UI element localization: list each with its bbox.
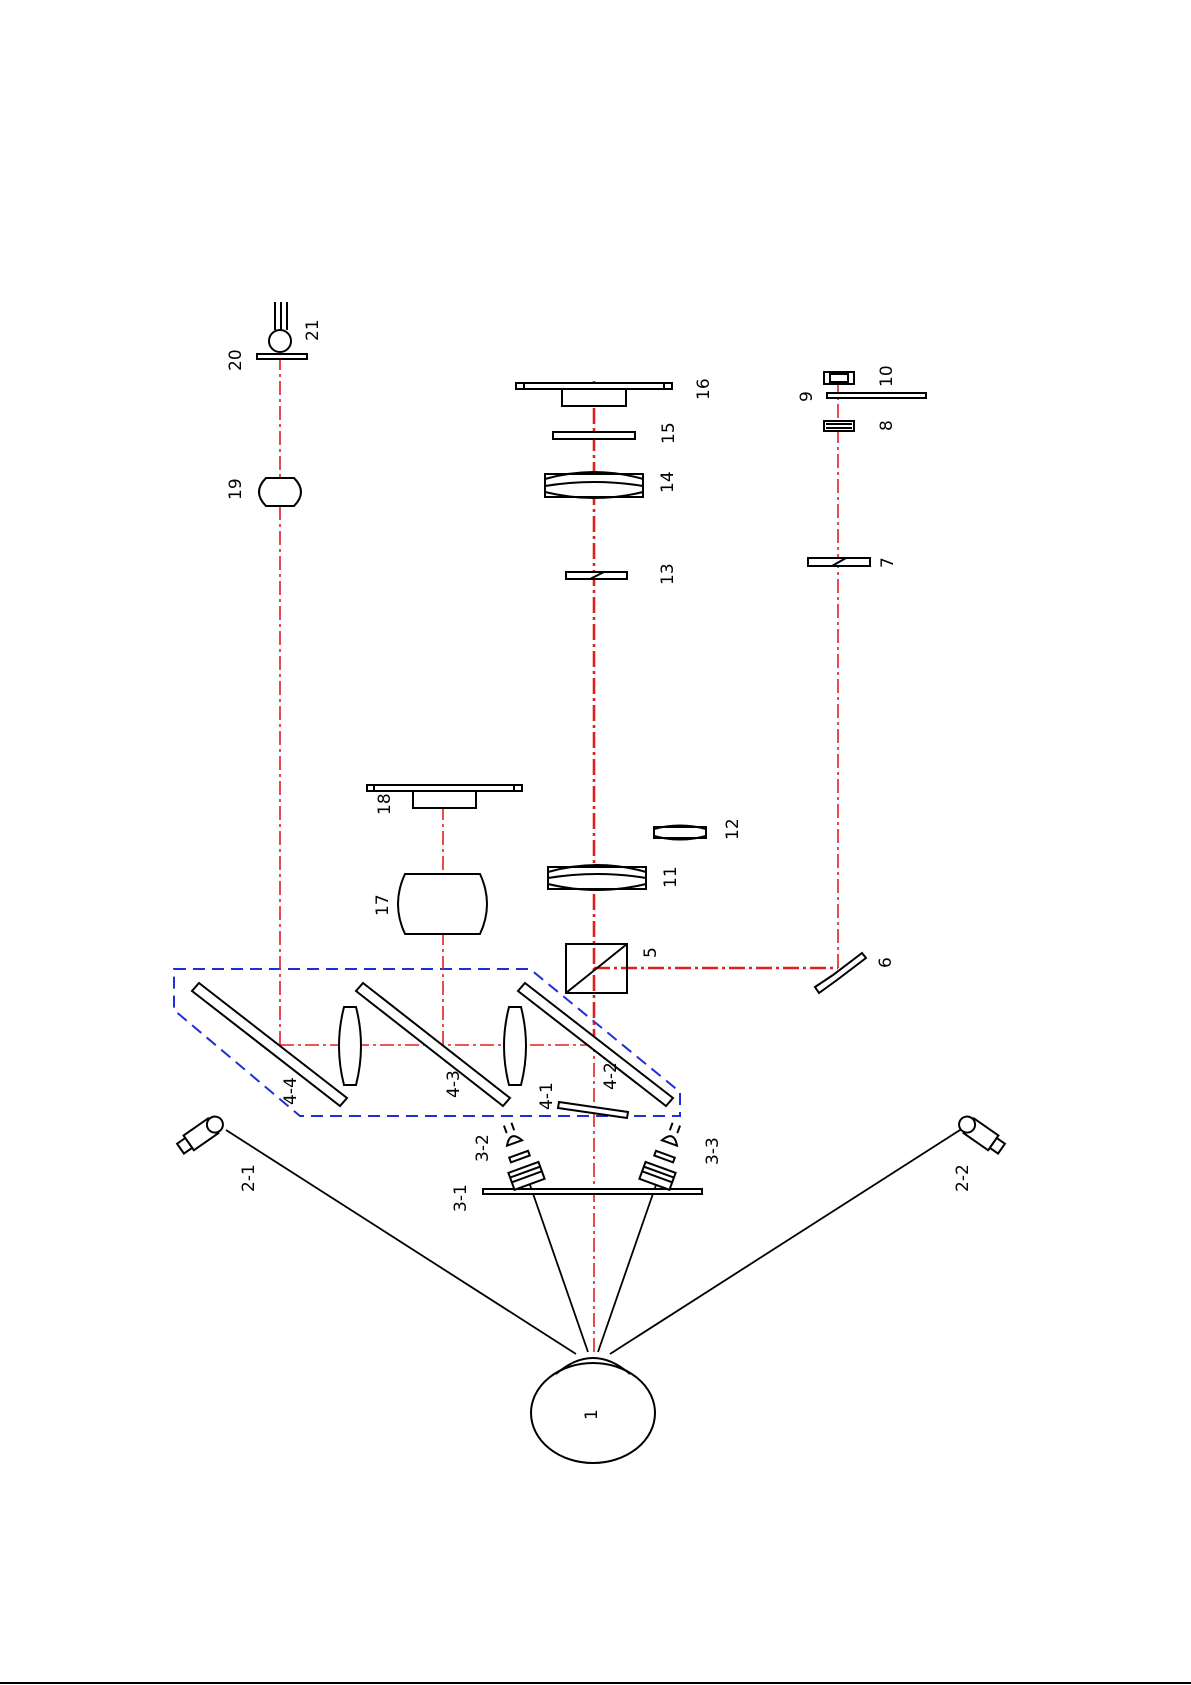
led-3-2-pin-b — [511, 1123, 514, 1131]
lens-8: 8 — [824, 420, 897, 431]
label-21: 21 — [303, 319, 323, 341]
plate-9: 9 — [797, 391, 926, 402]
label-3-3: 3-3 — [703, 1137, 723, 1165]
label-17: 17 — [373, 894, 393, 916]
wire-3-3 — [598, 1185, 656, 1352]
filter-15-body — [553, 432, 635, 439]
wedge-prism-7: 7 — [808, 557, 898, 568]
label-20: 20 — [226, 349, 246, 371]
optical-beams — [280, 350, 838, 1352]
label-13: 13 — [658, 563, 678, 585]
label-2-1: 2-1 — [239, 1164, 259, 1192]
lens-19-outline — [259, 478, 301, 506]
lens-12: 12 — [654, 818, 743, 840]
label-16: 16 — [694, 378, 714, 400]
label-3-2: 3-2 — [473, 1134, 493, 1162]
label-10: 10 — [877, 365, 897, 387]
camera-18: 18 — [367, 785, 522, 815]
cornea — [556, 1358, 630, 1374]
label-4-1: 4-1 — [537, 1082, 557, 1110]
light-source-2-2 — [955, 1113, 1006, 1156]
label-8: 8 — [877, 420, 897, 431]
label-2-2: 2-2 — [953, 1164, 973, 1192]
filter-15: 15 — [553, 422, 679, 444]
eye-component-1: 1 — [531, 1358, 655, 1463]
target-10: 10 — [824, 365, 897, 387]
label-12: 12 — [723, 818, 743, 840]
camera-16-body — [562, 389, 626, 406]
relay-lens-b — [504, 1007, 526, 1085]
detector-21-body — [269, 330, 291, 352]
label-19: 19 — [226, 478, 246, 500]
lens-14-outline — [545, 474, 643, 497]
led-3-3-pin-b — [677, 1126, 680, 1134]
led-3-3-bulb — [662, 1134, 679, 1146]
wire-2-1 — [226, 1130, 576, 1354]
plate-9-body — [827, 393, 926, 398]
wedge-prism-13: 13 — [566, 563, 678, 585]
label-6: 6 — [876, 957, 896, 968]
led-3-3-filter — [654, 1151, 675, 1163]
led-3-2-pin-a — [504, 1126, 507, 1134]
label-4-3: 4-3 — [444, 1070, 464, 1098]
camera-16: 16 — [516, 378, 714, 406]
light-source-2-1 — [175, 1113, 226, 1156]
target-10-inner — [830, 374, 848, 382]
label-1: 1 — [582, 1409, 602, 1420]
relay-lens-a — [339, 1007, 361, 1085]
led-3-3 — [639, 1119, 691, 1190]
lens-8-body — [824, 421, 854, 431]
illumination-wires — [226, 1130, 960, 1354]
label-7: 7 — [878, 557, 898, 568]
wire-2-2 — [610, 1130, 960, 1354]
led-3-2-filter — [509, 1151, 530, 1163]
label-15: 15 — [659, 422, 679, 444]
lens-12-outline — [654, 827, 706, 838]
label-9: 9 — [797, 391, 817, 402]
label-18: 18 — [375, 793, 395, 815]
lens-11-outline — [548, 867, 646, 889]
lens-14: 14 — [545, 471, 678, 498]
label-4-2: 4-2 — [601, 1062, 621, 1090]
mirror-6-plate — [815, 953, 866, 993]
led-3-2 — [493, 1119, 545, 1190]
mirror-6: 6 — [815, 953, 896, 993]
led-3-2-bulb — [505, 1134, 522, 1146]
filter-20-body — [257, 354, 307, 359]
label-3-1: 3-1 — [451, 1184, 471, 1212]
camera-18-body — [413, 791, 476, 808]
label-4-4: 4-4 — [281, 1077, 301, 1105]
label-11: 11 — [661, 866, 681, 888]
lens-17-outline — [398, 874, 487, 934]
beam-splitter-5: 5 — [566, 944, 661, 993]
label-14: 14 — [658, 471, 678, 493]
lens-17: 17 — [373, 874, 487, 934]
lens-11: 11 — [548, 865, 681, 890]
detector-21: 21 — [269, 302, 323, 352]
lens-19: 19 — [226, 478, 301, 506]
beam-splitter-diagonal — [566, 944, 627, 993]
label-5: 5 — [641, 947, 661, 958]
filter-20: 20 — [226, 349, 307, 371]
wire-3-2 — [530, 1185, 588, 1352]
led-3-3-pin-a — [670, 1123, 673, 1131]
